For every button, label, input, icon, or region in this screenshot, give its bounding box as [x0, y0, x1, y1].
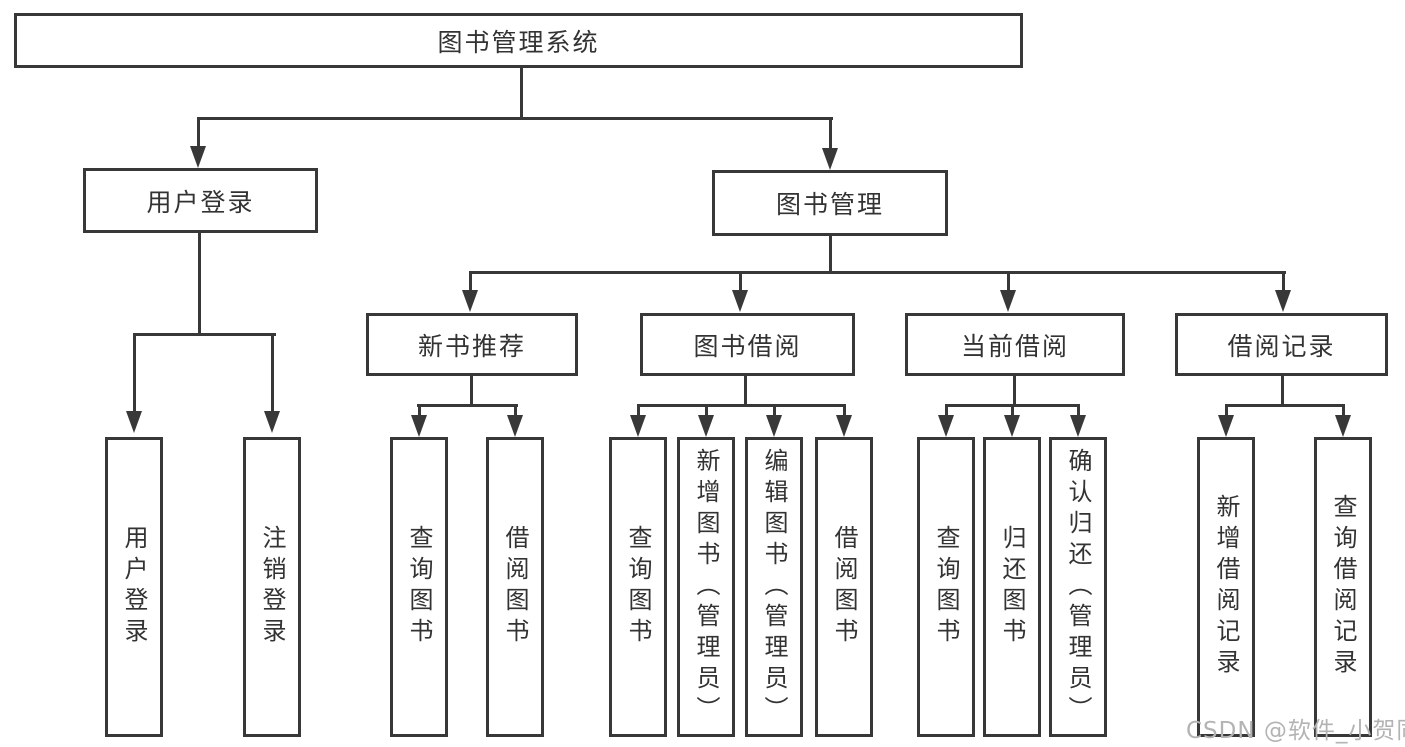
root-stem-line: [520, 68, 523, 118]
connector-line: [271, 333, 274, 412]
connector-line: [773, 404, 776, 417]
leaf-add-borrow-record: 新增借阅记录: [1197, 437, 1255, 737]
node-user-login: 用户登录: [83, 168, 318, 233]
leaf-logout-label: 注销登录: [258, 525, 286, 649]
leaf-add-books-admin: 新增图书（管理员）: [677, 437, 735, 737]
connector-line: [197, 117, 200, 148]
user-login-branch-line: [133, 333, 276, 336]
connector-line: [469, 271, 472, 292]
connector-line: [133, 333, 136, 412]
node-new-book-recommend: 新书推荐: [366, 313, 578, 376]
connector-line: [1282, 271, 1285, 292]
connector-line: [945, 404, 948, 417]
new-book-branch-line: [417, 404, 518, 407]
connector-line: [705, 404, 708, 417]
connector-line: [637, 404, 640, 417]
arrow-down-icon: [190, 146, 206, 168]
leaf-add-borrow-record-label: 新增借阅记录: [1212, 494, 1240, 680]
leaf-user-login-label: 用户登录: [120, 525, 148, 649]
arrow-down-icon: [126, 411, 142, 433]
connector-line: [418, 404, 421, 417]
leaf-add-books-admin-label: 新增图书（管理员）: [692, 447, 720, 727]
arrow-down-icon: [1275, 290, 1291, 312]
new-book-stem-line: [470, 376, 473, 407]
leaf-return-books: 归还图书: [983, 437, 1041, 737]
connector-line: [843, 404, 846, 417]
node-borrow-records-label: 借阅记录: [1227, 331, 1336, 361]
borrow-records-stem-line: [1281, 376, 1284, 407]
borrow-records-branch-line: [1225, 404, 1345, 407]
leaf-query-books-1: 查询图书: [390, 437, 448, 737]
leaf-query-borrow-record-label: 查询借阅记录: [1329, 494, 1357, 680]
book-borrow-branch-line: [637, 404, 846, 407]
leaf-query-books-2-label: 查询图书: [624, 525, 652, 649]
leaf-confirm-return-admin: 确认归还（管理员）: [1049, 437, 1107, 737]
user-login-stem-line: [198, 233, 201, 335]
node-book-borrow: 图书借阅: [640, 313, 855, 376]
node-root-label: 图书管理系统: [437, 27, 600, 57]
connector-line: [1342, 404, 1345, 417]
arrow-down-icon: [732, 290, 748, 312]
connector-line: [739, 271, 742, 292]
arrow-down-icon: [1070, 415, 1086, 437]
arrow-down-icon: [411, 415, 427, 437]
node-user-login-label: 用户登录: [146, 187, 255, 217]
arrow-down-icon: [822, 148, 838, 170]
arrow-down-icon: [1000, 290, 1016, 312]
leaf-borrow-books-1-label: 借阅图书: [501, 525, 529, 649]
arrow-down-icon: [836, 415, 852, 437]
leaf-return-books-label: 归还图书: [998, 525, 1026, 649]
connector-line: [829, 117, 832, 150]
level2-branch-line: [469, 271, 1286, 274]
arrow-down-icon: [630, 415, 646, 437]
leaf-borrow-books-2-label: 借阅图书: [830, 525, 858, 649]
arrow-down-icon: [462, 290, 478, 312]
leaf-confirm-return-admin-label: 确认归还（管理员）: [1064, 447, 1092, 727]
leaf-query-books-1-label: 查询图书: [405, 525, 433, 649]
node-book-borrow-label: 图书借阅: [693, 331, 802, 361]
arrow-down-icon: [264, 411, 280, 433]
connector-line: [1007, 271, 1010, 292]
arrow-down-icon: [1335, 415, 1351, 437]
book-mgmt-stem-line: [829, 236, 832, 273]
connector-line: [1077, 404, 1080, 417]
leaf-borrow-books-1: 借阅图书: [486, 437, 544, 737]
leaf-user-login: 用户登录: [105, 437, 163, 737]
arrow-down-icon: [1004, 415, 1020, 437]
leaf-query-borrow-record: 查询借阅记录: [1314, 437, 1372, 737]
node-book-management-label: 图书管理: [775, 190, 884, 219]
node-root: 图书管理系统: [14, 13, 1023, 68]
connector-line: [514, 404, 517, 417]
leaf-logout: 注销登录: [243, 437, 301, 737]
leaf-edit-books-admin-label: 编辑图书（管理员）: [760, 447, 788, 727]
level1-branch-line: [197, 117, 833, 120]
node-current-borrow: 当前借阅: [905, 313, 1125, 376]
arrow-down-icon: [1218, 415, 1234, 437]
leaf-edit-books-admin: 编辑图书（管理员）: [745, 437, 803, 737]
watermark: CSDN @软件_小贺同学: [1186, 718, 1405, 744]
node-borrow-records: 借阅记录: [1175, 313, 1388, 376]
node-book-management: 图书管理: [712, 170, 948, 236]
arrow-down-icon: [938, 415, 954, 437]
leaf-query-books-3: 查询图书: [917, 437, 975, 737]
node-current-borrow-label: 当前借阅: [960, 331, 1069, 361]
arrow-down-icon: [507, 415, 523, 437]
leaf-borrow-books-2: 借阅图书: [815, 437, 873, 737]
node-new-book-recommend-label: 新书推荐: [417, 331, 526, 361]
connector-line: [1225, 404, 1228, 417]
book-borrow-stem-line: [744, 376, 747, 407]
leaf-query-books-3-label: 查询图书: [932, 525, 960, 649]
leaf-query-books-2: 查询图书: [609, 437, 667, 737]
arrow-down-icon: [698, 415, 714, 437]
current-borrow-stem-line: [1013, 376, 1016, 407]
connector-line: [1011, 404, 1014, 417]
arrow-down-icon: [766, 415, 782, 437]
